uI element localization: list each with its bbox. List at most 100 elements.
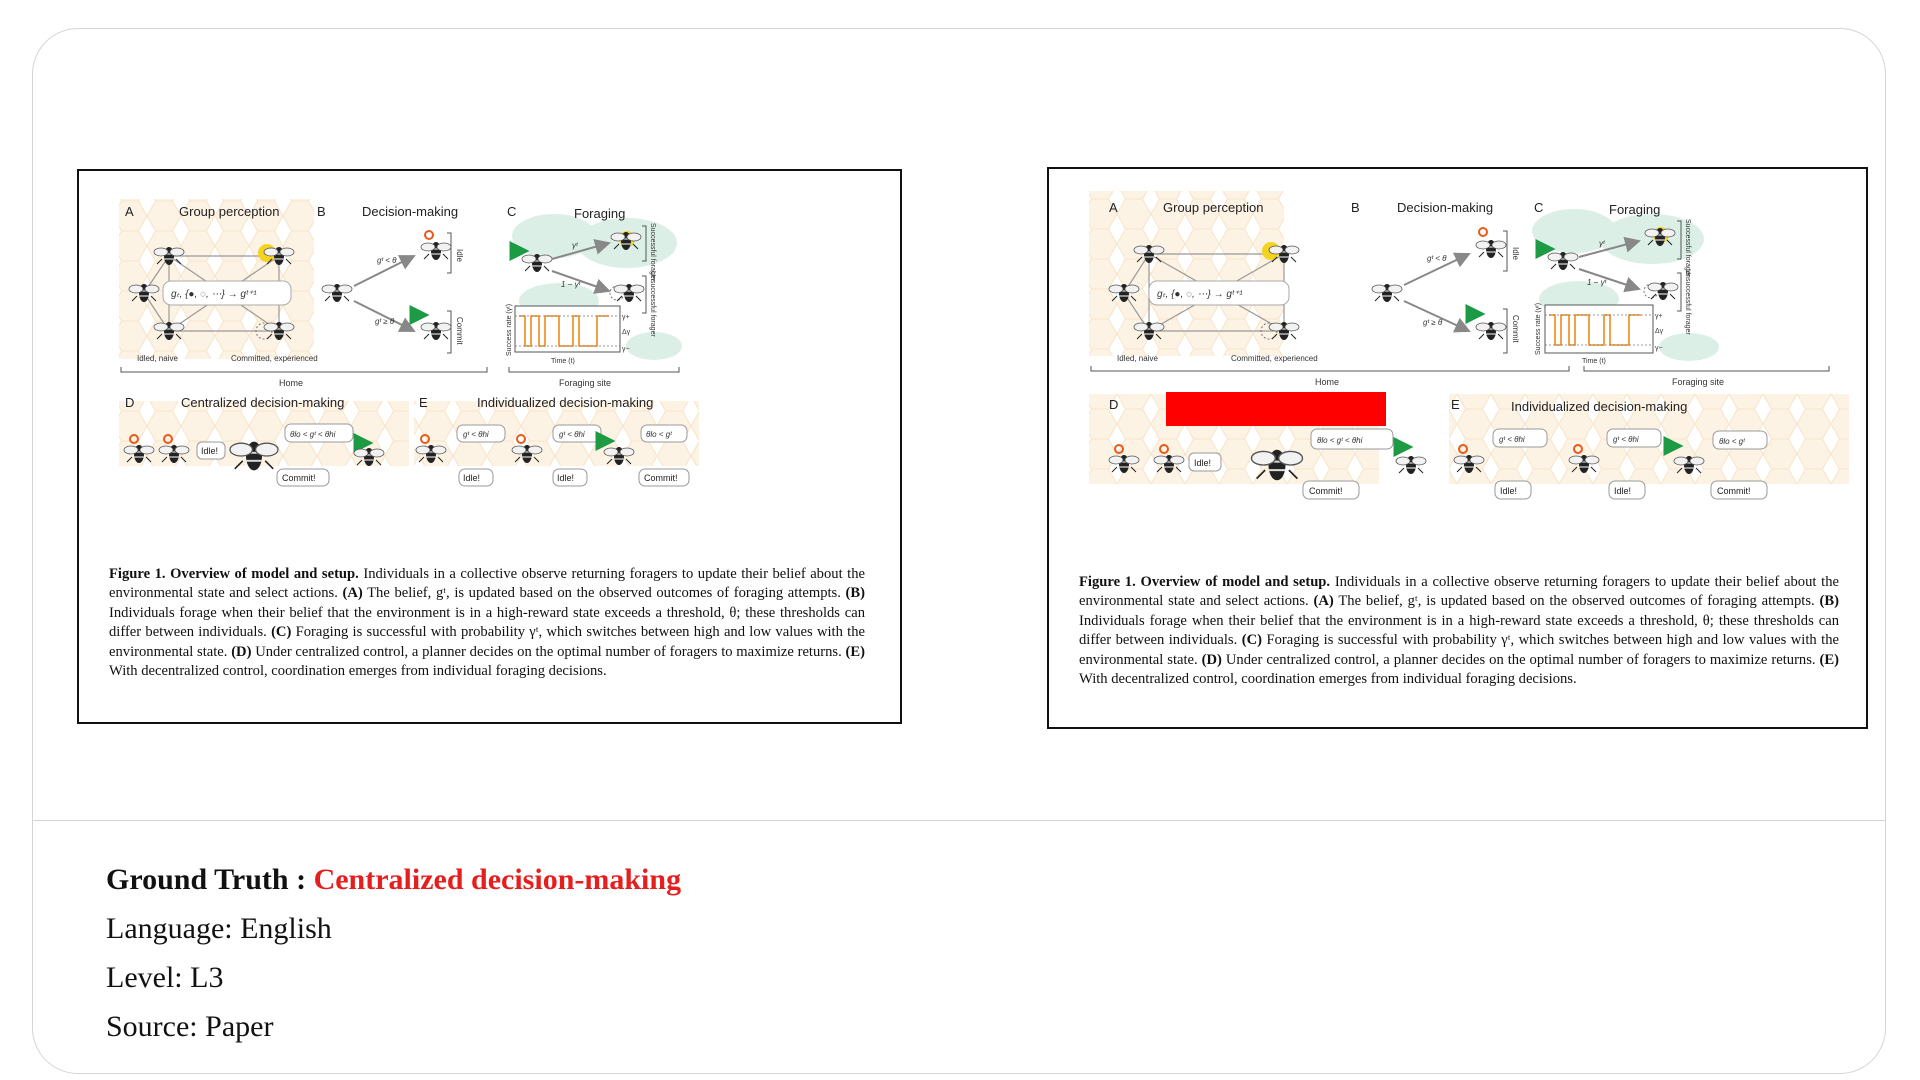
- label-home: Home: [279, 378, 303, 388]
- caption-a-label: (A): [342, 585, 363, 602]
- caption-b-label-redacted: (B): [1819, 593, 1839, 610]
- label-commit-redacted: Commit: [1511, 315, 1520, 343]
- math-one-minus-gamma: 1 − γᵗ: [561, 280, 581, 289]
- math-belief-update: gₜ, {●, ◌, ⋯} → gᵗ⁺¹: [171, 289, 257, 300]
- panel-label-e-redacted: E: [1451, 397, 1460, 412]
- label-delta-gamma: Δγ: [622, 329, 631, 336]
- caption-intro-redacted: Individuals in a collective observe retu…: [1079, 574, 1839, 610]
- title-group-perception-redacted: Group perception: [1163, 200, 1263, 215]
- bubble-idle-e1: Idle!: [463, 473, 480, 483]
- axis-time: Time (t): [551, 358, 575, 365]
- math-above-lo-redacted: θlo < gᵗ: [1719, 437, 1745, 446]
- label-gamma-plus: γ+: [622, 314, 630, 321]
- caption-a-text: The belief, gᵗ, is updated based on the …: [367, 585, 841, 602]
- panel-label-b-redacted: B: [1351, 200, 1360, 215]
- math-below-threshold: gᵗ < θ: [377, 256, 397, 265]
- label-successful-forager: Successful forager: [649, 223, 656, 282]
- math-below-hi-2-redacted: gᵗ < θhi: [1613, 435, 1639, 444]
- label-delta-gamma-redacted: Δγ: [1655, 328, 1664, 335]
- axis-success-rate-redacted: Success rate (γᵗ): [1535, 303, 1542, 355]
- axis-time-redacted: Time (t): [1582, 358, 1606, 365]
- caption-b-text-redacted: Individuals forage when their belief tha…: [1079, 612, 1839, 649]
- figure-caption-redacted: Figure 1. Overview of model and setup. I…: [1079, 573, 1839, 689]
- figure-caption-original: Figure 1. Overview of model and setup. I…: [109, 565, 865, 681]
- caption-a-text-redacted: The belief, gᵗ, is updated based on the …: [1338, 593, 1815, 610]
- label-successful-forager-redacted: Successful forager: [1684, 219, 1691, 278]
- bubble-idle-central: Idle!: [201, 446, 218, 456]
- label-idled-naive: Idled, naive: [137, 354, 178, 363]
- label-foraging-site: Foraging site: [559, 378, 611, 388]
- caption-e-label: (E): [845, 643, 865, 660]
- label-unsuccessful-forager: Unsuccessful forager: [649, 271, 656, 337]
- math-threshold-range-central-redacted: θlo < gᵗ < θhi: [1317, 436, 1363, 445]
- caption-b-text: Individuals forage when their belief tha…: [109, 604, 865, 641]
- label-committed-experienced-redacted: Committed, experienced: [1231, 354, 1318, 363]
- label-idled-naive-redacted: Idled, naive: [1117, 354, 1158, 363]
- bubble-commit-e-redacted: Commit!: [1717, 486, 1751, 496]
- bubble-commit-e: Commit!: [644, 473, 678, 483]
- math-above-threshold: gᵗ ≥ θ: [375, 317, 395, 326]
- label-gamma-plus-redacted: γ+: [1655, 313, 1663, 320]
- caption-e-label-redacted: (E): [1819, 651, 1840, 668]
- math-below-threshold-redacted: gᵗ < θ: [1427, 254, 1447, 263]
- caption-c-text-redacted: Foraging is successful with probability …: [1079, 632, 1839, 668]
- title-centralized-decision-making: Centralized decision-making: [181, 395, 344, 410]
- title-decision-making: Decision-making: [362, 204, 458, 219]
- caption-e-text-redacted: With decentralized control, coordination…: [1079, 671, 1577, 688]
- redacted-figure-graphic: A Group perception gₜ, {●, ◌, ⋯} → gᵗ⁺¹ …: [1089, 191, 1849, 500]
- original-figure-panel: A Group perception gₜ, {●, ◌, ⋯} → gᵗ⁺¹ …: [77, 169, 902, 724]
- panel-label-e: E: [419, 395, 428, 410]
- axis-success-rate: Success rate (γᵗ): [506, 304, 513, 356]
- ground-truth-label: Ground Truth :: [106, 863, 314, 896]
- math-above-lo: θlo < gᵗ: [646, 430, 672, 439]
- panel-label-a: A: [125, 204, 134, 219]
- title-individualized-decision-making: Individualized decision-making: [477, 395, 653, 410]
- caption-d-label-redacted: (D): [1201, 651, 1222, 668]
- caption-c-text: Foraging is successful with probability …: [109, 624, 865, 660]
- label-foraging-site-redacted: Foraging site: [1672, 377, 1724, 387]
- label-unsuccessful-forager-redacted: Unsuccessful forager: [1684, 269, 1691, 335]
- caption-c-label-redacted: (C): [1241, 632, 1262, 649]
- label-idle-redacted: Idle: [1511, 247, 1520, 260]
- bubble-commit-central-redacted: Commit!: [1309, 486, 1343, 496]
- label-committed-experienced: Committed, experienced: [231, 354, 318, 363]
- math-above-threshold-redacted: gᵗ ≥ θ: [1423, 318, 1443, 327]
- section-divider: [32, 820, 1886, 821]
- caption-d-label: (D): [231, 643, 252, 660]
- language-line: Language: English: [106, 912, 332, 945]
- bubble-idle-central-redacted: Idle!: [1194, 458, 1211, 468]
- title-decision-making-redacted: Decision-making: [1397, 200, 1493, 215]
- level-line: Level: L3: [106, 961, 224, 994]
- ground-truth-line: Ground Truth : Centralized decision-maki…: [106, 862, 681, 898]
- math-threshold-range-central: θlo < gᵗ < θhi: [290, 430, 336, 439]
- panel-label-c-redacted: C: [1534, 200, 1543, 215]
- redacted-figure-panel: A Group perception gₜ, {●, ◌, ⋯} → gᵗ⁺¹ …: [1047, 167, 1868, 729]
- panel-label-b: B: [317, 204, 326, 219]
- source-line: Source: Paper: [106, 1010, 274, 1043]
- title-foraging: Foraging: [574, 206, 625, 221]
- math-below-hi-2: gᵗ < θhi: [559, 430, 585, 439]
- math-below-hi-1-redacted: gᵗ < θhi: [1499, 435, 1525, 444]
- caption-d-text: Under centralized control, a planner dec…: [255, 643, 842, 660]
- redaction-bar: [1166, 392, 1386, 426]
- caption-e-text: With decentralized control, coordination…: [109, 663, 607, 680]
- label-home-redacted: Home: [1315, 377, 1339, 387]
- bubble-idle-e2: Idle!: [557, 473, 574, 483]
- bubble-commit-central: Commit!: [282, 473, 316, 483]
- caption-b-label: (B): [845, 585, 865, 602]
- math-gamma: γᵗ: [572, 241, 578, 250]
- caption-heading: Figure 1. Overview of model and setup.: [109, 566, 359, 582]
- math-gamma-redacted: γᵗ: [1599, 239, 1605, 248]
- label-gamma-minus: γ−: [622, 346, 630, 353]
- bubble-idle-e1-redacted: Idle!: [1500, 486, 1517, 496]
- caption-c-label: (C): [271, 624, 292, 641]
- bubble-idle-e2-redacted: Idle!: [1614, 486, 1631, 496]
- label-gamma-minus-redacted: γ−: [1655, 345, 1663, 352]
- label-idle: Idle: [455, 249, 464, 262]
- ground-truth-value: Centralized decision-making: [313, 863, 682, 896]
- title-group-perception: Group perception: [179, 204, 279, 219]
- caption-d-text-redacted: Under centralized control, a planner dec…: [1225, 651, 1816, 668]
- panel-label-c: C: [507, 204, 516, 219]
- label-commit: Commit: [455, 317, 464, 345]
- panel-label-a-redacted: A: [1109, 200, 1118, 215]
